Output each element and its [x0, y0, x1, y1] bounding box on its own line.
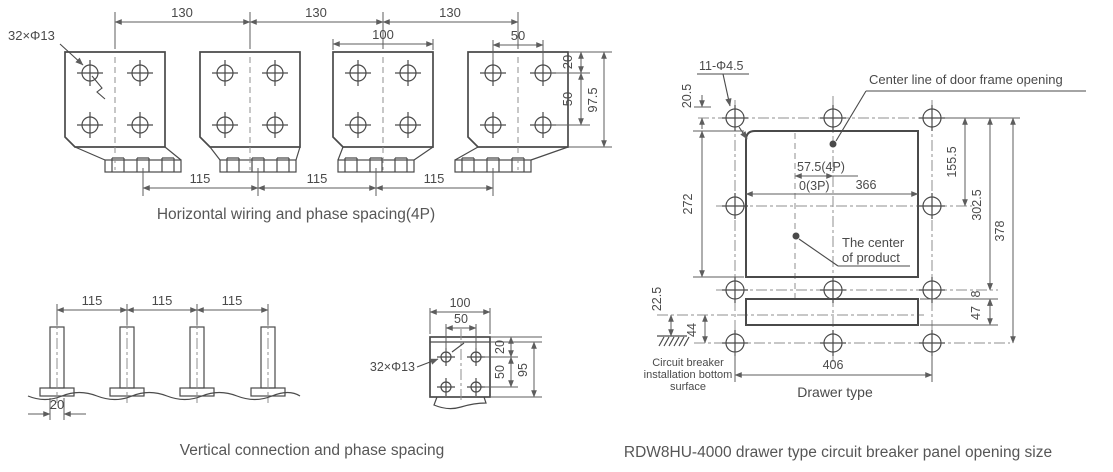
hole-callout: 32×Φ13 — [8, 28, 106, 100]
break-line — [27, 391, 301, 401]
dim-label: 50 — [511, 28, 525, 43]
pin-4 — [250, 318, 286, 403]
dim-label: 406 — [823, 358, 844, 372]
dim-label: 50 — [560, 92, 575, 106]
hole-callout: 11-Φ4.5 — [697, 59, 749, 140]
dim-bottom-pitch-row: 115 115 115 — [142, 168, 494, 196]
dim-label: 50 — [454, 312, 468, 326]
door-center-label: Center line of door frame opening — [869, 72, 1063, 87]
dim-top-width: 100 — [332, 27, 434, 50]
drawer-type-label: Drawer type — [797, 384, 873, 400]
product-center-label: The center — [842, 235, 905, 250]
dim-bottom-left: 22.5 44 — [650, 287, 708, 347]
dim-right-column: 20 50 97.5 — [551, 51, 612, 148]
surface-label: Circuit breaker — [652, 357, 724, 369]
busbar-plate-2 — [199, 51, 301, 173]
dim-label: 22.5 — [650, 287, 664, 311]
dim-label: 100 — [372, 27, 394, 42]
dim-hole-span: 50 — [492, 28, 544, 64]
panel-caption: RDW8HU-4000 drawer type circuit breaker … — [624, 444, 1052, 461]
busbar-plate-3 — [332, 51, 434, 173]
drawer-slot-opening — [745, 298, 919, 326]
dim-label: 115 — [307, 171, 328, 186]
horizontal-caption: Horizontal wiring and phase spacing(4P) — [157, 206, 435, 223]
product-center-callout: The center of product — [792, 232, 910, 267]
busbar-plate-1 — [64, 51, 182, 173]
ground-surface-symbol — [657, 335, 690, 347]
pin-1 — [39, 318, 75, 403]
surface-label: installation bottom — [644, 369, 733, 381]
plate-tab — [433, 396, 487, 410]
dim-label: 8 — [969, 290, 983, 297]
dim-hole-span: 50 — [445, 312, 477, 352]
product-center-label: of product — [842, 250, 900, 265]
pin-3 — [179, 318, 215, 403]
dim-pin-pitch-row: 115 115 115 — [56, 293, 269, 325]
dim-label: 20 — [50, 397, 64, 412]
dim-label: 0(3P) — [799, 179, 830, 193]
dim-label: 100 — [450, 296, 471, 310]
busbar-plate-4 — [454, 51, 569, 173]
vertical-plate-detail: 32×Φ13 100 50 20 50 95 — [370, 296, 542, 410]
dim-label: 366 — [856, 178, 877, 192]
dim-label: 115 — [190, 171, 211, 186]
dim-right-column: 20 50 95 — [483, 336, 542, 398]
dim-label: 272 — [681, 194, 695, 215]
vertical-caption: Vertical connection and phase spacing — [180, 442, 445, 459]
surface-label: surface — [670, 381, 706, 393]
dim-label: 47 — [969, 306, 983, 320]
dim-label: 20 — [493, 340, 507, 354]
dim-right-column: 155.5 302.5 378 8 47 — [920, 117, 1016, 344]
dim-center-offset: 57.5(4P) 0(3P) — [794, 160, 858, 193]
dim-opening-width: 366 — [745, 178, 919, 197]
dim-label: 57.5(4P) — [797, 160, 845, 174]
dim-label: 20.5 — [680, 84, 694, 108]
hole-note-label: 11-Φ4.5 — [699, 59, 744, 73]
dim-label: 115 — [82, 293, 103, 308]
plate-body — [429, 336, 491, 398]
dim-label: 115 — [152, 293, 173, 308]
dim-label: 50 — [493, 365, 507, 379]
dim-hole-span-bottom: 406 — [734, 352, 933, 382]
dim-label: 95 — [516, 363, 530, 377]
door-center-callout: Center line of door frame opening — [829, 72, 1086, 148]
dim-label: 378 — [993, 221, 1007, 242]
dim-label: 155.5 — [945, 146, 959, 177]
dim-label: 130 — [439, 5, 461, 20]
dim-label: 130 — [305, 5, 327, 20]
dim-pitch-row: 130 130 130 — [114, 5, 519, 49]
hole-note-label: 32×Φ13 — [8, 28, 55, 43]
dim-pin-width: 20 — [28, 397, 86, 420]
dim-label: 44 — [685, 323, 699, 337]
hole-note-label: 32×Φ13 — [370, 360, 415, 374]
dim-label: 97.5 — [585, 87, 600, 112]
dim-label: 20 — [560, 55, 575, 69]
panel-opening-diagram: 11-Φ4.5 Center line of door frame openin… — [624, 59, 1086, 461]
dim-top-width: 100 — [429, 296, 491, 334]
dim-left-column: 20.5 272 — [680, 84, 744, 278]
dim-label: 130 — [171, 5, 193, 20]
dim-label: 115 — [222, 293, 243, 308]
pin-2 — [109, 318, 145, 403]
dim-label: 302.5 — [970, 189, 984, 220]
vertical-connection-diagram: 115 115 115 20 Vertical connection and p… — [27, 293, 445, 459]
hole-callout: 32×Φ13 — [370, 342, 465, 374]
dim-label: 115 — [424, 171, 445, 186]
horizontal-wiring-diagram: 32×Φ13 130 130 130 100 50 — [8, 5, 612, 223]
